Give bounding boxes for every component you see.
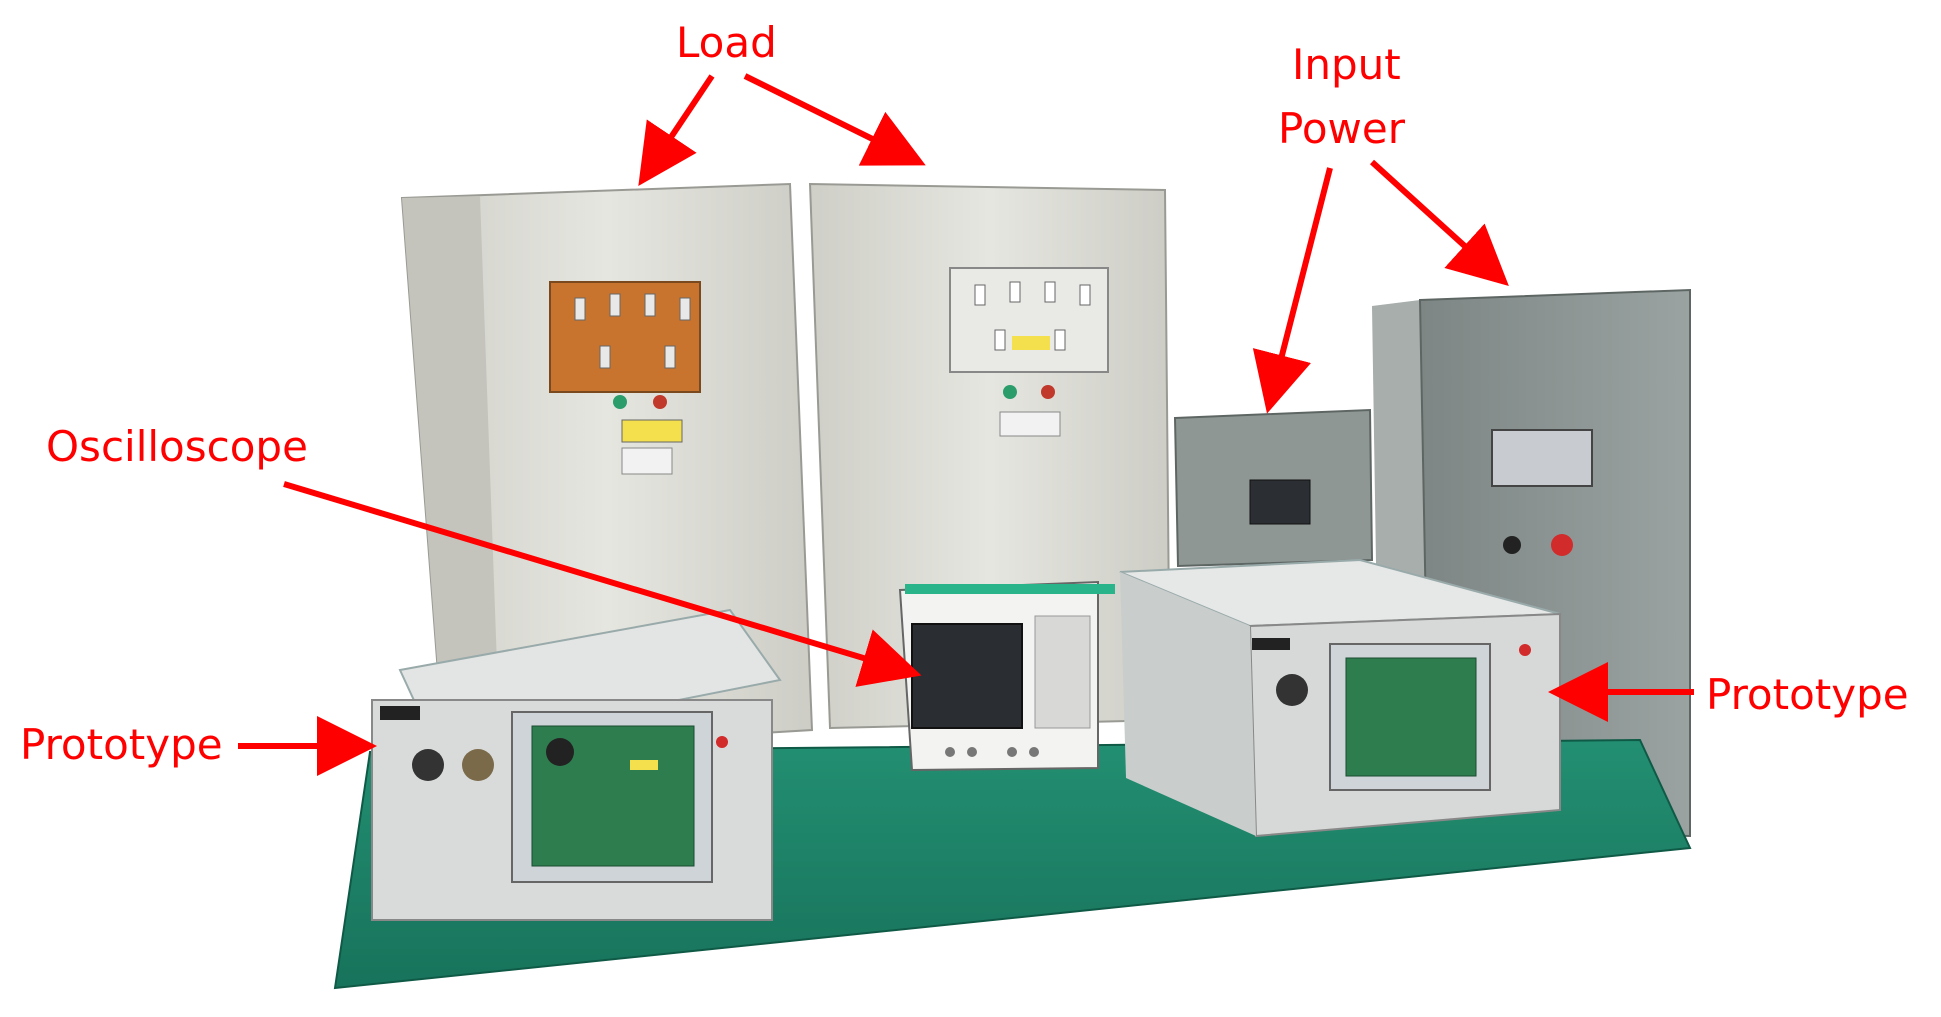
green-indicator-icon bbox=[1003, 385, 1017, 399]
load-label: Load bbox=[676, 18, 777, 67]
oscilloscope-screen bbox=[911, 623, 1023, 729]
input-power-box bbox=[1173, 408, 1374, 568]
prototype-left-label: Prototype bbox=[20, 720, 223, 769]
red-indicator-icon bbox=[653, 395, 667, 409]
red-indicator-icon bbox=[1041, 385, 1055, 399]
input-power-label-line2: Power bbox=[1278, 104, 1405, 153]
hmi-display bbox=[1491, 429, 1593, 487]
annotation-arrows bbox=[238, 73, 1694, 776]
orange-switch-panel bbox=[549, 281, 701, 393]
input-power-label-line1: Input bbox=[1292, 40, 1401, 89]
prototype-left bbox=[371, 608, 782, 921]
oscilloscope-label: Oscilloscope bbox=[46, 422, 308, 471]
green-indicator-icon bbox=[613, 395, 627, 409]
pcb-board bbox=[1345, 657, 1477, 777]
prototype-right-label: Prototype bbox=[1706, 670, 1909, 719]
oscilloscope bbox=[898, 580, 1115, 772]
black-button-icon bbox=[1503, 536, 1521, 554]
prototype-right bbox=[1119, 558, 1561, 838]
emergency-stop-icon bbox=[1551, 534, 1573, 556]
